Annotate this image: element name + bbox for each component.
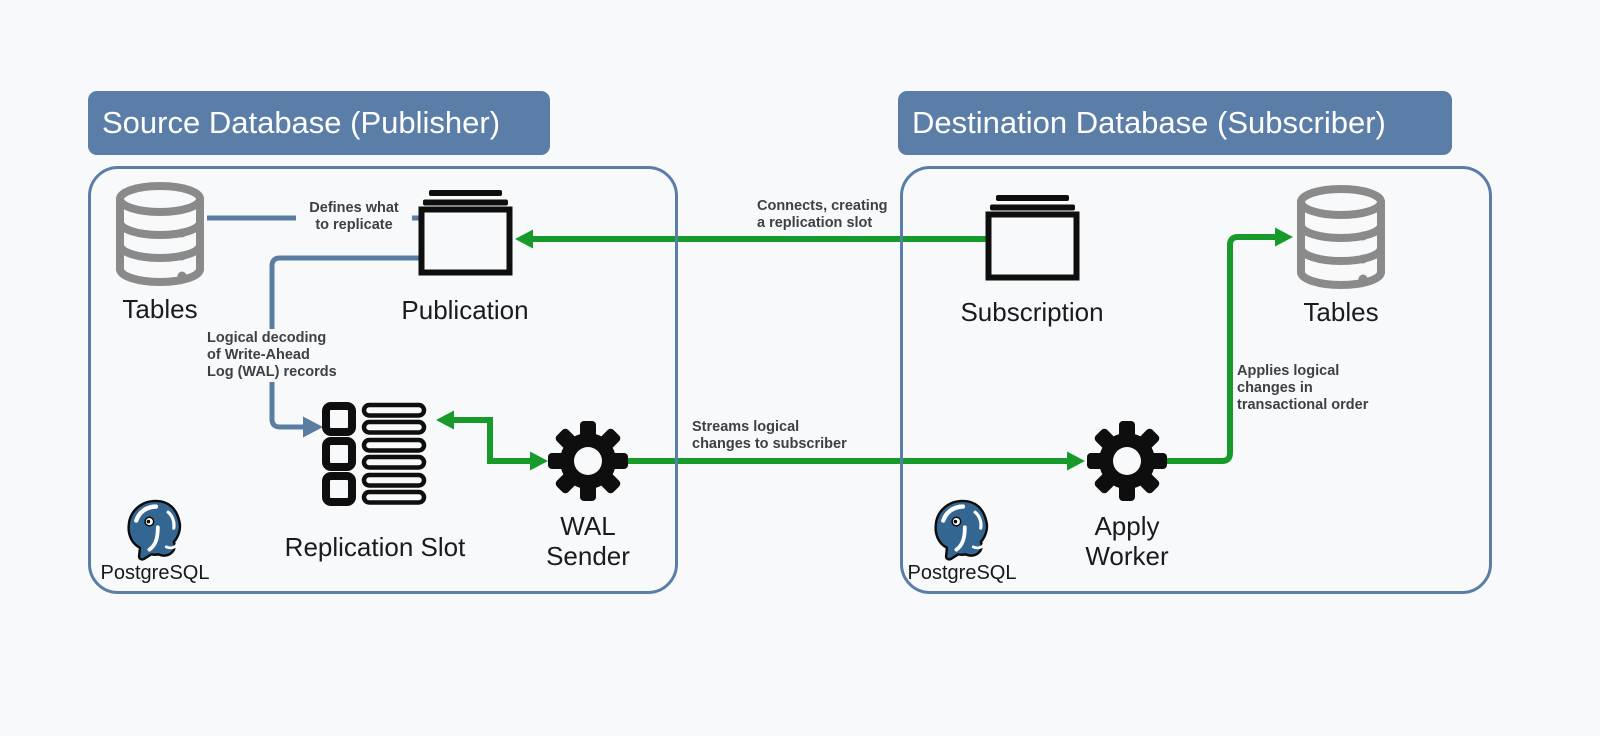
edge-label-streams: Streams logical changes to subscriber <box>692 419 847 453</box>
postgresql-elephant-icon <box>932 498 992 567</box>
arrowhead-to-publication <box>515 229 533 249</box>
database-cylinder-icon <box>1293 183 1389 296</box>
arrowhead-to-walsender <box>530 451 548 471</box>
apply-worker-line2: Worker <box>1085 541 1169 571</box>
postgresql-label-publisher: PostgreSQL <box>100 562 210 584</box>
arrowhead-to-slot <box>303 416 323 438</box>
edge-label-logical-decoding: Logical decoding of Write-Ahead Log (WAL… <box>205 329 339 382</box>
edge-label-applies: Applies logical changes in transactional… <box>1237 363 1368 414</box>
edge-label-defines-what: Defines what to replicate <box>296 199 412 235</box>
checklist-icon <box>322 402 428 511</box>
edge-label-line: Applies logical <box>1237 363 1340 379</box>
postgresql-label-subscriber: PostgreSQL <box>907 562 1017 584</box>
wal-sender-line2: Sender <box>546 541 630 571</box>
gear-icon <box>1087 421 1167 506</box>
publisher-box <box>88 166 678 594</box>
wal-sender-label: WAL Sender <box>518 511 658 571</box>
edge-label-line: to replicate <box>315 217 393 233</box>
database-cylinder-icon <box>112 180 208 293</box>
tables-label-subscriber: Tables <box>1303 297 1379 327</box>
publisher-header: Source Database (Publisher) <box>88 91 550 155</box>
edge-label-line: Log (WAL) records <box>207 364 337 380</box>
edge-applyworker-to-tables <box>1167 234 1276 464</box>
arrowhead-to-slot-green <box>436 410 454 430</box>
wal-sender-line1: WAL <box>560 511 616 541</box>
arrowhead-to-tables <box>1275 227 1293 247</box>
postgresql-elephant-icon <box>125 498 185 567</box>
edge-label-line: transactional order <box>1237 397 1369 413</box>
apply-worker-label: Apply Worker <box>1057 511 1197 571</box>
replication-slot-label: Replication Slot <box>284 532 466 562</box>
edge-label-line: Streams logical <box>692 419 800 435</box>
edge-label-connects: Connects, creating a replication slot <box>757 198 888 232</box>
edge-label-line: Defines what <box>309 200 399 216</box>
apply-worker-line1: Apply <box>1094 511 1160 541</box>
edge-label-line: changes in <box>1237 380 1313 396</box>
document-stack-icon <box>985 195 1080 286</box>
subscriber-header: Destination Database (Subscriber) <box>898 91 1452 155</box>
edge-label-line: Logical decoding <box>207 330 327 346</box>
edge-label-line: changes to subscriber <box>692 436 847 452</box>
tables-label-publisher: Tables <box>122 294 198 324</box>
arrowhead-to-applyworker <box>1067 451 1085 471</box>
edge-label-line: of Write-Ahead <box>207 347 310 363</box>
publication-label: Publication <box>401 295 529 325</box>
edge-label-line: Connects, creating <box>757 198 888 214</box>
gear-icon <box>548 421 628 506</box>
document-stack-icon <box>418 190 513 281</box>
subscriber-box <box>900 166 1492 594</box>
subscription-label: Subscription <box>960 297 1104 327</box>
edge-slot-walsender <box>452 417 531 464</box>
edge-label-line: a replication slot <box>757 215 873 231</box>
